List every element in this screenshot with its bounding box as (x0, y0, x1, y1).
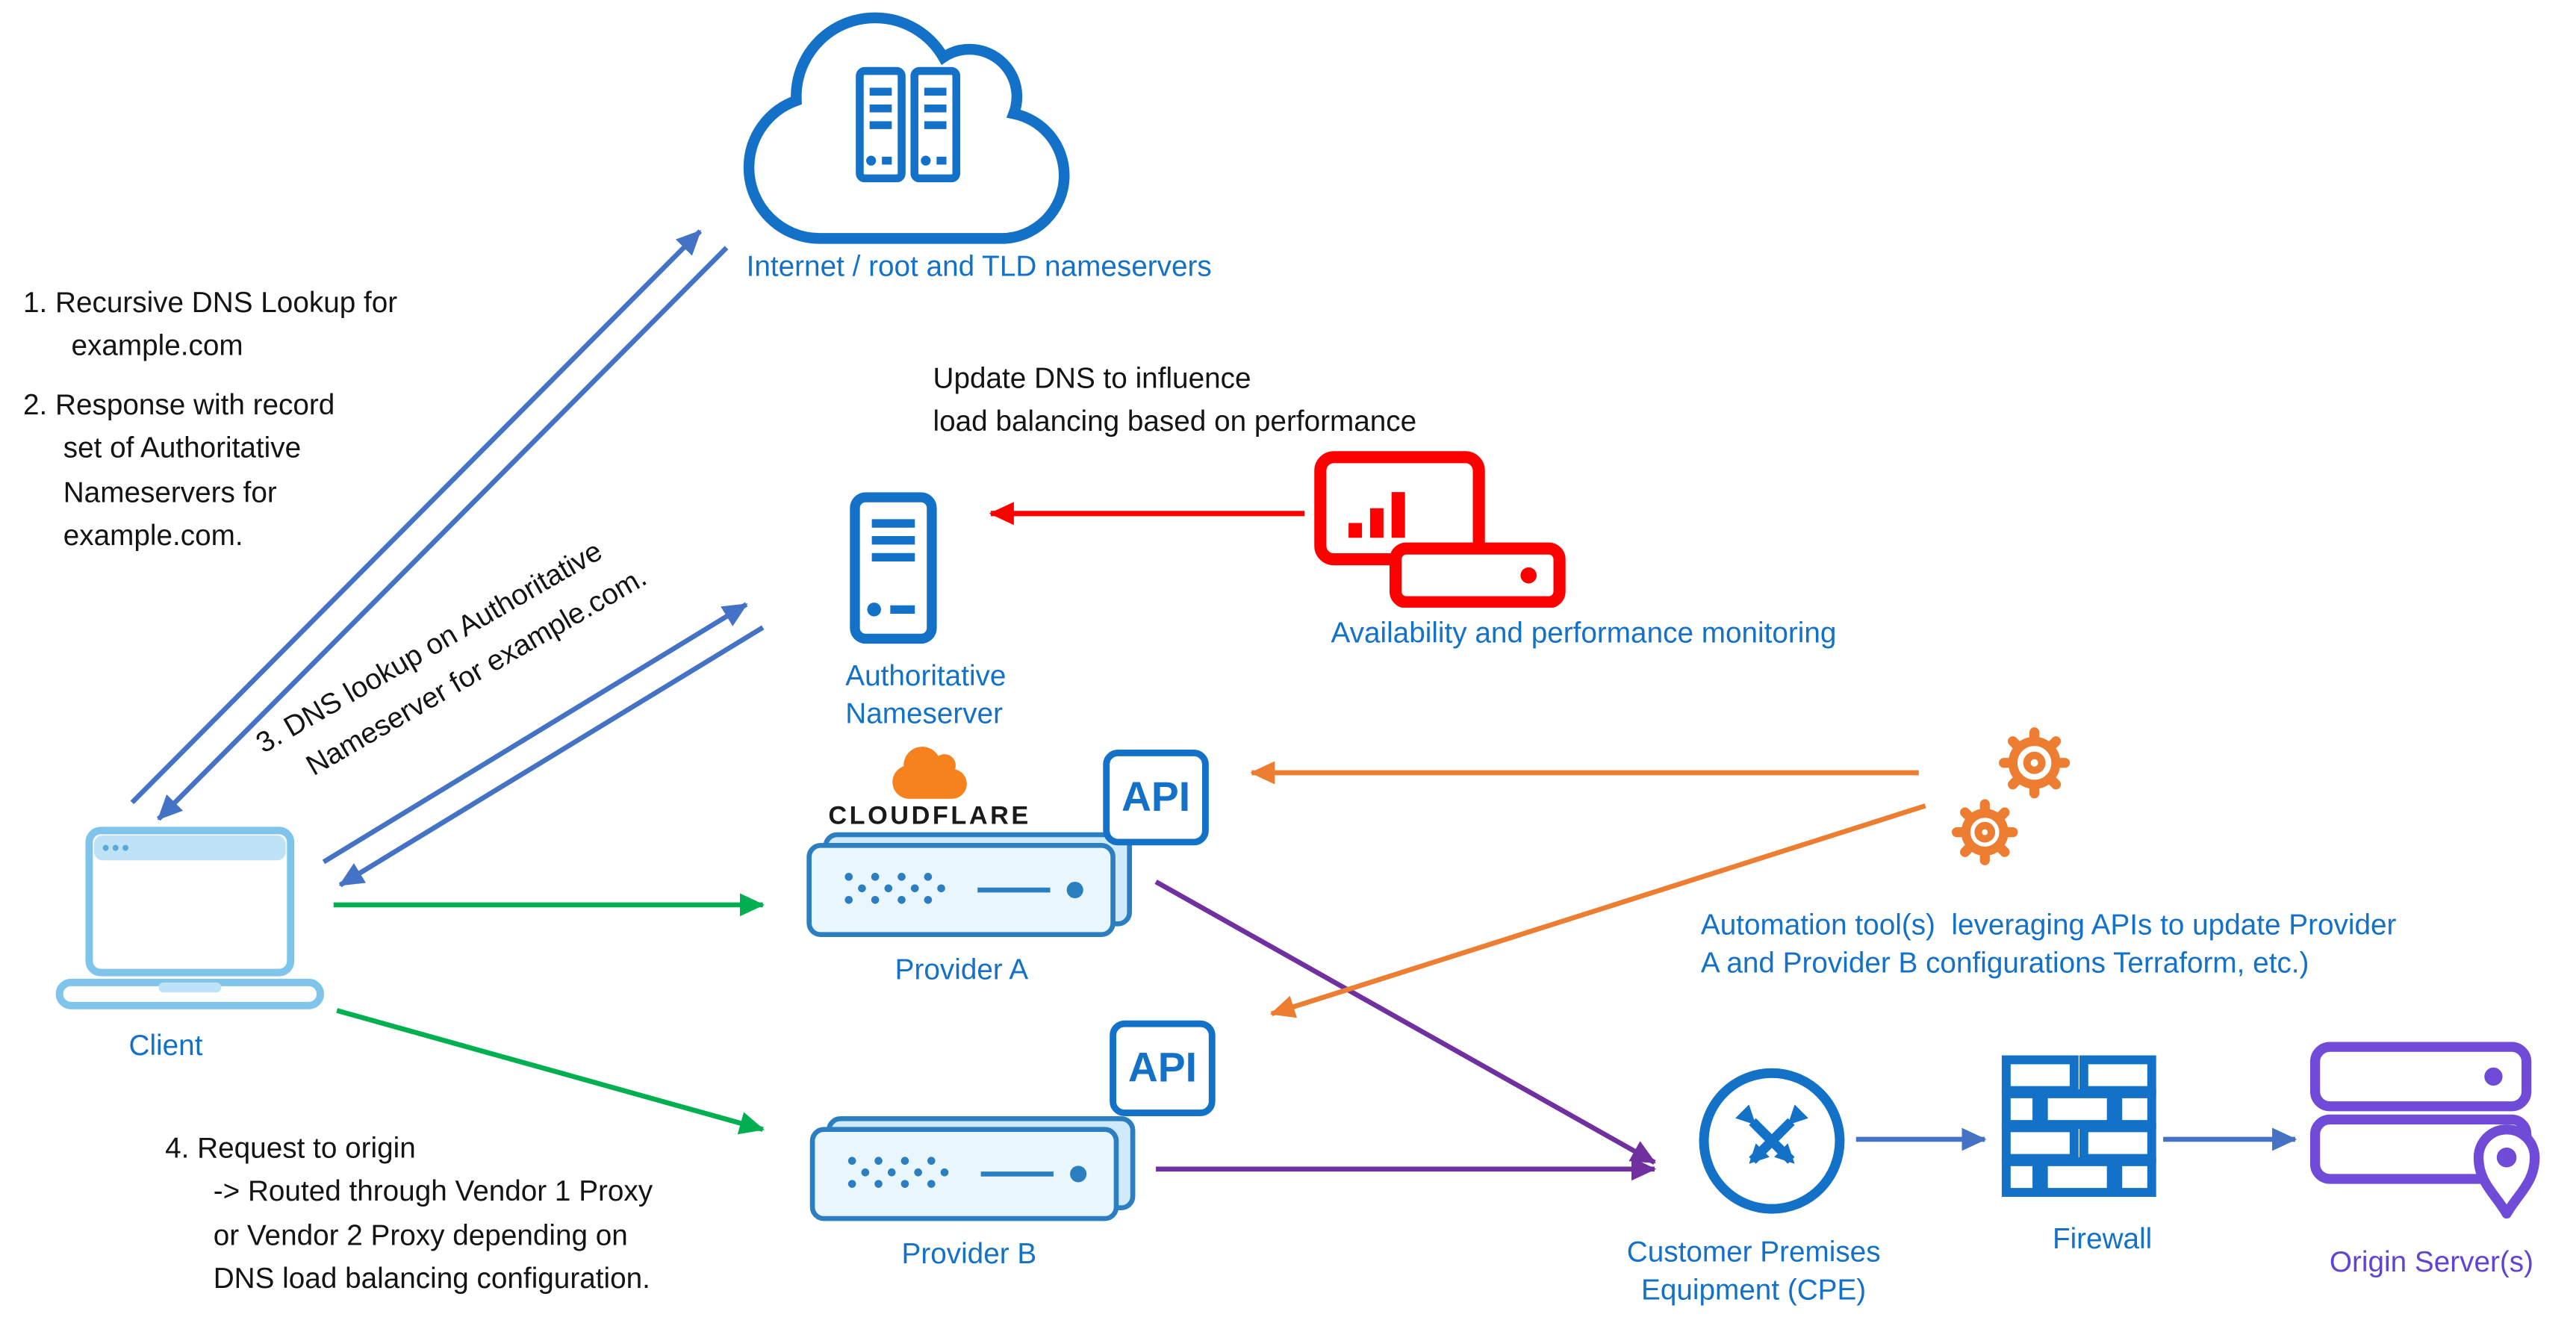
client-label: Client (128, 1028, 203, 1062)
cloudflare-logo: CLOUDFLARE (821, 743, 1039, 832)
cpe-icon (1699, 1068, 1845, 1214)
provider-b-label: Provider B (901, 1236, 1037, 1270)
internet-cloud-icon (743, 12, 1070, 244)
arrow-provider-a-to-cpe (1154, 880, 1656, 1165)
internet-label: Internet / root and TLD nameservers (746, 249, 1212, 283)
cloudflare-cloud-icon (892, 747, 967, 799)
gears-icon (1935, 727, 2087, 886)
recursive-lookup-note: 1. Recursive DNS Lookup for example.com (22, 285, 398, 362)
api-a-label: API (1121, 774, 1191, 821)
provider-a-label: Provider A (895, 953, 1029, 986)
arrow-automation-to-api-b (1269, 803, 1926, 1018)
automation-label: Automation tool(s) leveraging APIs to up… (1700, 908, 2397, 979)
api-a-box: API (1103, 750, 1209, 846)
arrow-client-to-authoritative (322, 602, 748, 865)
cpe-label: Customer Premises Equipment (CPE) (1626, 1235, 1881, 1306)
arrow-client-to-provider-b (336, 1008, 765, 1135)
origin-label: Origin Server(s) (2329, 1245, 2534, 1278)
monitoring-icon (1314, 451, 1566, 608)
request-origin-note: 4. Request to origin -> Routed through V… (165, 1130, 653, 1295)
arrow-internet-to-client (156, 246, 729, 821)
arrow-authoritative-to-client (338, 625, 765, 888)
provider-a-icon (806, 832, 1133, 938)
monitoring-label: Availability and performance monitoring (1331, 615, 1837, 650)
authoritative-nameserver-label: Authoritative Nameserver (845, 659, 1007, 729)
cloudflare-wordmark: CLOUDFLARE (828, 802, 1031, 831)
firewall-label: Firewall (2052, 1221, 2153, 1255)
response-note: 2. Response with record set of Authorita… (22, 388, 335, 552)
api-b-label: API (1127, 1044, 1198, 1091)
provider-b-icon (809, 1116, 1136, 1221)
origin-servers-icon (2309, 1042, 2540, 1219)
authoritative-nameserver-icon (850, 492, 937, 644)
firewall-icon (2001, 1055, 2156, 1198)
arrow-client-to-internet (130, 229, 703, 805)
api-b-box: API (1110, 1020, 1216, 1117)
client-icon (55, 827, 325, 1009)
update-dns-note: Update DNS to influence load balancing b… (933, 361, 1417, 438)
